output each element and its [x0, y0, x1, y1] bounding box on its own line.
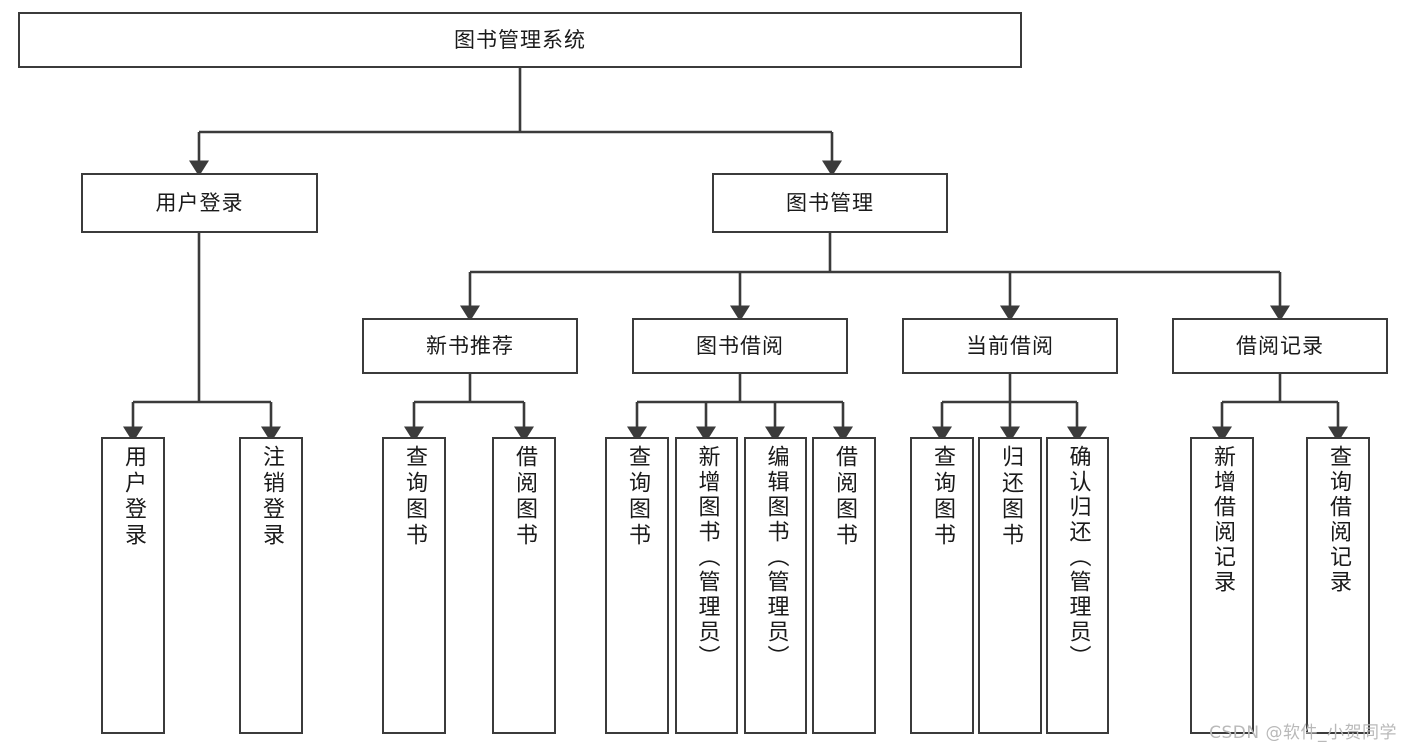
node-leaf-edit-book-label: 编辑图书（管理员） — [763, 445, 789, 670]
node-new-book-recommend[interactable]: 新书推荐 — [362, 318, 578, 374]
node-leaf-logout-login[interactable]: 注销登录 — [239, 437, 303, 734]
node-leaf-add-record-label: 新增借阅记录 — [1210, 445, 1235, 595]
watermark: CSDN @软件_小贺同学 — [1209, 723, 1397, 743]
node-leaf-query-book-2-label: 查询图书 — [625, 445, 650, 549]
node-leaf-edit-book[interactable]: 编辑图书（管理员） — [744, 437, 807, 734]
node-leaf-add-book[interactable]: 新增图书（管理员） — [675, 437, 738, 734]
node-book-management[interactable]: 图书管理 — [712, 173, 948, 233]
node-leaf-query-book-1-label: 查询图书 — [402, 445, 427, 549]
node-leaf-query-record-label: 查询借阅记录 — [1326, 445, 1351, 595]
node-leaf-add-book-label: 新增图书（管理员） — [694, 445, 720, 670]
node-leaf-query-book-3-label: 查询图书 — [930, 445, 955, 549]
node-leaf-borrow-book-1[interactable]: 借阅图书 — [492, 437, 556, 734]
node-leaf-return-book[interactable]: 归还图书 — [978, 437, 1042, 734]
node-leaf-query-record[interactable]: 查询借阅记录 — [1306, 437, 1370, 734]
node-book-borrow-label: 图书借阅 — [696, 333, 784, 358]
node-leaf-return-book-label: 归还图书 — [998, 445, 1023, 549]
node-borrow-record[interactable]: 借阅记录 — [1172, 318, 1388, 374]
node-borrow-record-label: 借阅记录 — [1236, 333, 1324, 358]
node-book-borrow[interactable]: 图书借阅 — [632, 318, 848, 374]
node-leaf-borrow-book-2[interactable]: 借阅图书 — [812, 437, 876, 734]
node-root-label: 图书管理系统 — [454, 27, 586, 52]
node-current-borrow[interactable]: 当前借阅 — [902, 318, 1118, 374]
node-current-borrow-label: 当前借阅 — [966, 333, 1054, 358]
node-leaf-query-book-1[interactable]: 查询图书 — [382, 437, 446, 734]
node-leaf-add-record[interactable]: 新增借阅记录 — [1190, 437, 1254, 734]
node-leaf-query-book-2[interactable]: 查询图书 — [605, 437, 669, 734]
node-new-book-recommend-label: 新书推荐 — [426, 333, 514, 358]
node-book-management-label: 图书管理 — [786, 190, 874, 215]
node-leaf-confirm-return-label: 确认归还（管理员） — [1065, 445, 1091, 670]
node-root[interactable]: 图书管理系统 — [18, 12, 1022, 68]
node-user-login[interactable]: 用户登录 — [81, 173, 318, 233]
node-leaf-user-login-label: 用户登录 — [121, 445, 146, 549]
node-user-login-label: 用户登录 — [155, 190, 244, 215]
node-leaf-query-book-3[interactable]: 查询图书 — [910, 437, 974, 734]
node-leaf-borrow-book-2-label: 借阅图书 — [832, 445, 857, 549]
node-leaf-user-login[interactable]: 用户登录 — [101, 437, 165, 734]
node-leaf-confirm-return[interactable]: 确认归还（管理员） — [1046, 437, 1109, 734]
node-leaf-borrow-book-1-label: 借阅图书 — [512, 445, 537, 549]
node-leaf-logout-login-label: 注销登录 — [259, 445, 284, 549]
